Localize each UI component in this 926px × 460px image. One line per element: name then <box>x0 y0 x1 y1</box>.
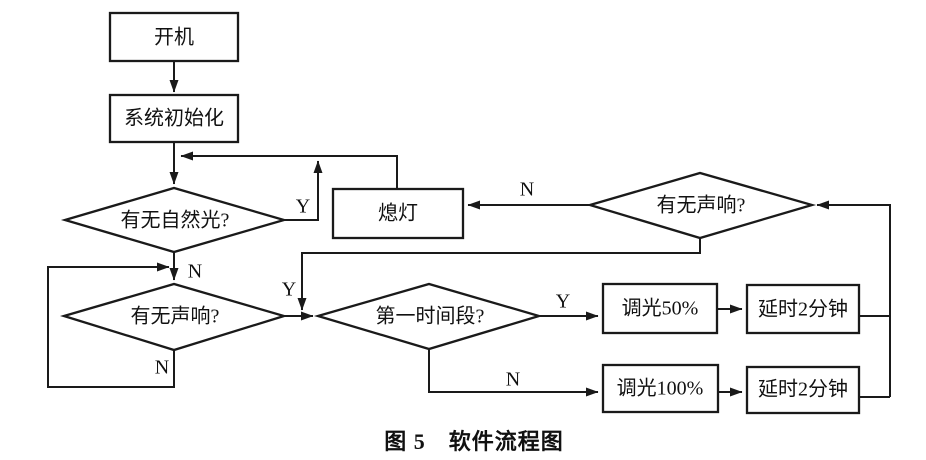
natural-light-diamond <box>60 186 289 254</box>
branch-label-natural-light-yes: Y <box>296 196 310 218</box>
node-system-init: 系统初始化 <box>108 93 240 144</box>
system-init-box <box>108 93 240 144</box>
power-on-box <box>108 11 240 63</box>
figure-caption: 图 5 软件流程图 <box>384 429 564 454</box>
node-sound-check-right: 有无声响? <box>585 171 817 240</box>
lights-off-label: 熄灯 <box>378 202 418 225</box>
node-dim-50: 调光50% <box>601 282 719 335</box>
branch-label-sound-left-no: N <box>155 357 169 379</box>
power-on-label: 开机 <box>154 26 194 49</box>
delay-2min-bottom-box <box>745 365 861 415</box>
first-period-diamond <box>313 282 544 351</box>
dim-100-label: 调光100% <box>617 377 704 400</box>
node-sound-check-left: 有无声响? <box>59 282 289 352</box>
node-lights-off: 熄灯 <box>331 187 465 240</box>
node-power-on: 开机 <box>108 11 240 63</box>
branch-label-first-period-no: N <box>506 369 520 391</box>
branch-label-sound-right-yes: Y <box>282 279 296 301</box>
lights-off-box <box>331 187 465 240</box>
branch-label-natural-light-no: N <box>188 261 202 283</box>
node-natural-light: 有无自然光? <box>60 186 289 254</box>
edge-sound-right-yes-to-first-period <box>297 238 701 311</box>
delay-2min-top-box <box>745 283 861 335</box>
branch-label-first-period-yes: Y <box>556 291 570 313</box>
sound-check-right-label: 有无声响? <box>657 194 746 217</box>
dim-100-box <box>601 363 720 414</box>
node-delay-2min-top: 延时2分钟 <box>745 283 861 335</box>
edge-lights-off-return-to-natural-light <box>180 151 398 189</box>
node-delay-2min-bottom: 延时2分钟 <box>745 365 861 415</box>
sound-check-left-label: 有无声响? <box>131 305 220 328</box>
dim-50-label: 调光50% <box>622 297 699 320</box>
natural-light-label: 有无自然光? <box>121 209 230 232</box>
node-dim-100: 调光100% <box>601 363 720 414</box>
node-first-period: 第一时间段? <box>313 282 544 351</box>
edge-sound-left-no-loop <box>47 262 175 388</box>
delay-2min-bottom-label: 延时2分钟 <box>758 378 848 401</box>
edge-first-period-no-to-dim100 <box>428 349 599 397</box>
system-init-label: 系统初始化 <box>124 107 224 130</box>
sound-check-left-diamond <box>59 282 289 352</box>
delay-2min-top-label: 延时2分钟 <box>758 298 848 321</box>
first-period-label: 第一时间段? <box>376 305 485 328</box>
dim-50-box <box>601 282 719 335</box>
sound-check-right-diamond <box>585 171 817 240</box>
edge-natural-light-yes-loop <box>284 160 323 221</box>
edge-rail-to-sound-right <box>816 200 891 397</box>
branch-label-sound-right-no: N <box>520 179 534 201</box>
